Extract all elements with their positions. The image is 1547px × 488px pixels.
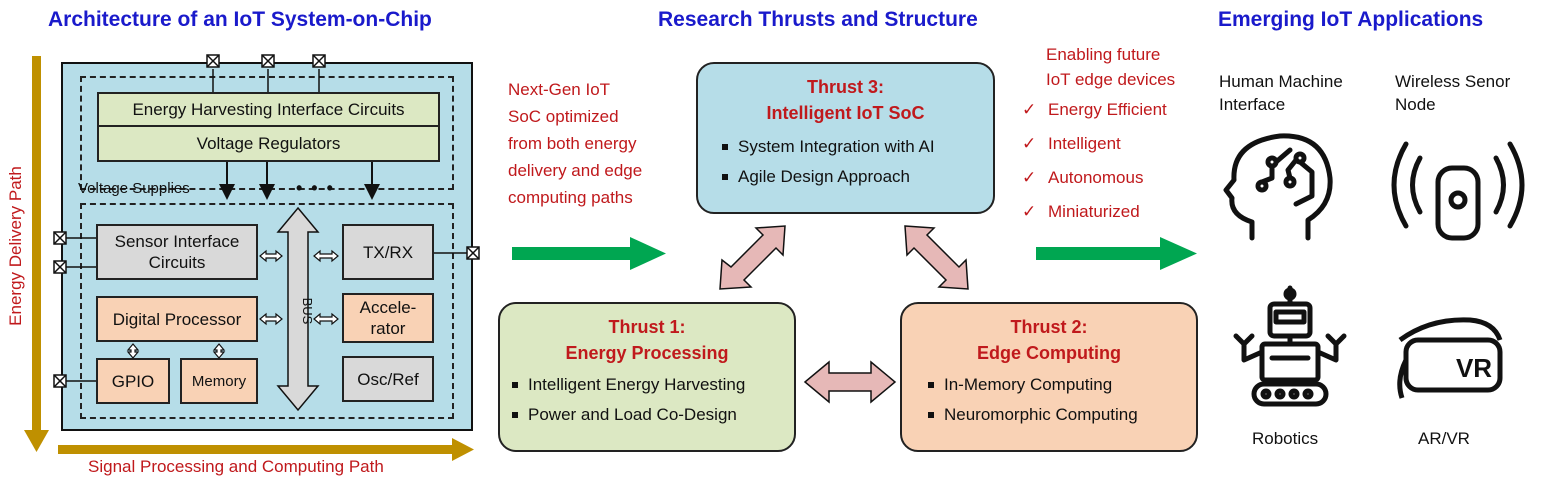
research-title: Research Thrusts and Structure — [658, 8, 978, 31]
bus-arrow — [276, 206, 320, 412]
check-item: ✓ Miniaturized — [1022, 195, 1167, 229]
thrust-2-item: In-Memory Computing — [928, 370, 1196, 400]
vr-headset-icon — [1397, 317, 1503, 399]
thrust-1-box: Thrust 1: Energy Processing Intelligent … — [498, 302, 796, 452]
apps-title: Emerging IoT Applications — [1218, 8, 1484, 31]
app-hmi-line: Human Machine — [1219, 72, 1343, 91]
check-icon: ✓ — [1022, 134, 1037, 153]
thrust-1-item: Power and Load Co-Design — [512, 400, 794, 430]
digital-processor-label: Digital Processor — [112, 309, 242, 329]
nextgen-line: Next-Gen IoT — [508, 80, 611, 99]
thrust-1-label: Thrust 1: — [608, 317, 686, 337]
nextgen-line: from both energy — [508, 134, 637, 153]
sensor-interface-line1: Sensor Interface — [114, 232, 240, 251]
bus-label: BUS — [300, 298, 315, 325]
ellipsis-dots: • • • — [296, 178, 335, 198]
accelerator-box: Accele-rator — [342, 293, 434, 343]
voltage-regulators-box: Voltage Regulators — [97, 125, 440, 162]
check-item: ✓ Energy Efficient — [1022, 93, 1167, 127]
gpio-box: GPIO — [96, 358, 170, 404]
gpio-label: GPIO — [111, 371, 155, 391]
thrust-2-item: Neuromorphic Computing — [928, 400, 1196, 430]
signal-path-label: Signal Processing and Computing Path — [88, 457, 384, 476]
thrust-3-box: Thrust 3: Intelligent IoT SoC System Int… — [696, 62, 995, 214]
enabling-checklist: ✓ Energy Efficient ✓ Intelligent ✓ Autonomo… — [1022, 93, 1167, 229]
nextgen-text: Next-Gen IoT SoC optimized from both ene… — [508, 76, 642, 211]
thrust-1-item: Intelligent Energy Harvesting — [512, 370, 794, 400]
energy-harvesting-label: Energy Harvesting Interface Circuits — [132, 100, 405, 119]
accelerator-line1: Accele- — [359, 298, 417, 317]
link-arrows — [126, 249, 339, 359]
nextgen-line: computing paths — [508, 188, 633, 207]
check-item: ✓ Autonomous — [1022, 161, 1167, 195]
voltage-supplies-label: Voltage Supplies — [78, 180, 190, 197]
enabling-heading-line: Enabling future — [1046, 45, 1161, 64]
soc-title: Architecture of an IoT System-on-Chip — [48, 8, 432, 31]
app-wsn-label: Wireless Senor Node — [1395, 70, 1510, 116]
green-arrows — [512, 237, 1197, 270]
accelerator-line2: rator — [370, 319, 406, 338]
sensor-interface-line2: Circuits — [148, 253, 206, 272]
vr-text: VR — [1456, 353, 1492, 383]
thrust-2-box: Thrust 2: Edge Computing In-Memory Compu… — [900, 302, 1198, 452]
memory-label: Memory — [191, 372, 247, 390]
check-icon: ✓ — [1022, 168, 1037, 187]
check-label: Intelligent — [1048, 134, 1121, 153]
energy-delivery-arrow — [24, 56, 49, 452]
check-item: ✓ Intelligent — [1022, 127, 1167, 161]
enabling-heading-line: IoT edge devices — [1046, 70, 1176, 89]
side-io-pads — [53, 231, 480, 388]
app-hmi-label: Human Machine Interface — [1219, 70, 1343, 116]
wireless-node-icon — [1391, 141, 1525, 241]
nextgen-line: SoC optimized — [508, 107, 619, 126]
enabling-heading: Enabling future IoT edge devices — [1046, 42, 1175, 92]
energy-harvesting-box: Energy Harvesting Interface Circuits — [97, 92, 440, 127]
osc-ref-label: Osc/Ref — [357, 369, 419, 389]
robot-icon — [1233, 285, 1347, 407]
app-arvr-label: AR/VR — [1418, 429, 1470, 448]
txrx-label: TX/RX — [362, 242, 414, 262]
check-label: Miniaturized — [1048, 202, 1140, 221]
thrust-3-item: System Integration with AI — [722, 132, 993, 162]
thrust-3-name: Intelligent IoT SoC — [766, 103, 925, 123]
thrust-link-arrows — [719, 225, 969, 404]
check-icon: ✓ — [1022, 202, 1037, 221]
thrust-2-name: Edge Computing — [977, 343, 1121, 363]
thrust-1-name: Energy Processing — [565, 343, 729, 363]
app-hmi-line: Interface — [1219, 95, 1286, 114]
thrust-2-label: Thrust 2: — [1010, 317, 1088, 337]
check-icon: ✓ — [1022, 100, 1037, 119]
osc-ref-box: Osc/Ref — [342, 356, 434, 402]
check-label: Energy Efficient — [1048, 100, 1167, 119]
app-wsn-line: Node — [1395, 95, 1436, 114]
voltage-regulators-label: Voltage Regulators — [196, 134, 341, 153]
thrust-3-item: Agile Design Approach — [722, 162, 993, 192]
top-io-pads — [206, 54, 326, 92]
check-label: Autonomous — [1048, 168, 1144, 187]
brain-head-icon — [1223, 133, 1333, 241]
memory-box: Memory — [180, 358, 258, 404]
nextgen-line: delivery and edge — [508, 161, 643, 180]
core-region-dashed — [80, 203, 454, 419]
signal-path-arrow — [58, 438, 474, 461]
thrust-3-label: Thrust 3: — [806, 77, 884, 97]
app-wsn-line: Wireless Senor — [1395, 72, 1511, 91]
txrx-box: TX/RX — [342, 224, 434, 280]
digital-processor-box: Digital Processor — [96, 296, 258, 342]
app-robotics-label: Robotics — [1252, 429, 1319, 448]
supply-arrows — [219, 162, 380, 200]
